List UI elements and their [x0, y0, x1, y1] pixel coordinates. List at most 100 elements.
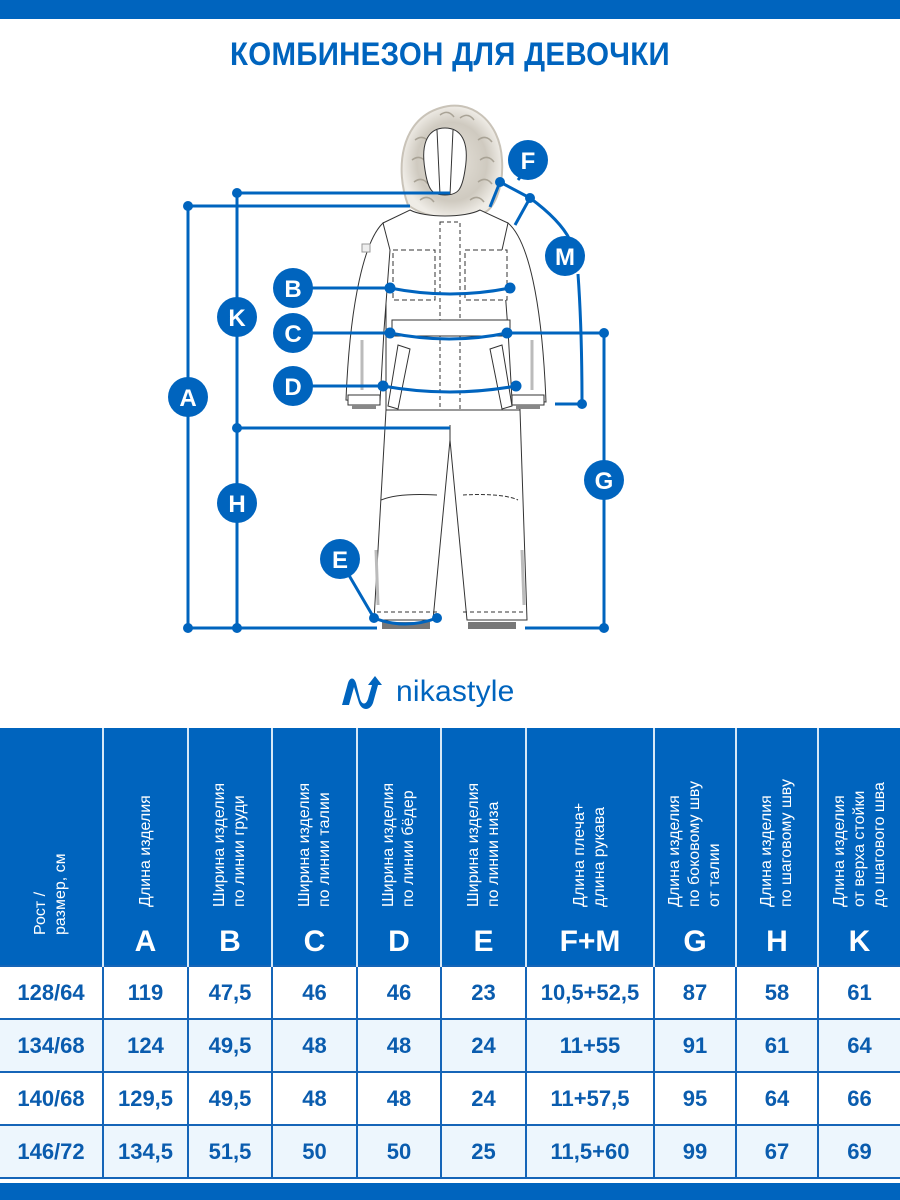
bottom-banner-bar [0, 1183, 900, 1200]
marker-g: G [584, 460, 624, 500]
table-row: 128/64 119 47,5 46 46 23 10,5+52,5 87 58… [0, 965, 900, 1020]
pants [373, 409, 528, 621]
cell-fm: 11+55 [525, 1018, 655, 1073]
garment-diagram: A B C D E F M G H K [0, 90, 900, 650]
marker-e: E [320, 539, 360, 579]
line-m-lower [576, 273, 584, 405]
brand-name: nikastyle [396, 675, 515, 708]
header-letter: G [683, 925, 707, 958]
header-letter: C [303, 925, 326, 958]
svg-text:F: F [521, 148, 536, 175]
header-label: Длина изделия [136, 795, 154, 907]
header-label: Ширина изделия по линии низа [464, 782, 502, 907]
header-label: Длина изделия по боковому шву от талии [666, 781, 723, 907]
cell-b: 49,5 [187, 1018, 273, 1073]
cell-g: 99 [653, 1124, 737, 1179]
header-label: Ширина изделия по линии талии [295, 782, 333, 907]
cell-a: 129,5 [102, 1071, 189, 1126]
cell-e: 23 [440, 965, 527, 1020]
marker-h: H [217, 483, 257, 523]
header-letter: E [473, 925, 494, 958]
cell-c: 48 [271, 1018, 358, 1073]
hood-opening [423, 127, 467, 196]
top-banner-bar [0, 0, 900, 19]
jumpsuit-sketch [345, 104, 547, 629]
cell-size: 146/72 [0, 1124, 104, 1179]
header-size: Рост / размер, см [0, 728, 104, 966]
cell-b: 47,5 [187, 965, 273, 1020]
cell-k: 61 [817, 965, 900, 1020]
cell-size: 134/68 [0, 1018, 104, 1073]
marker-k: K [217, 297, 257, 337]
cell-g: 91 [653, 1018, 737, 1073]
header-letter: D [388, 925, 410, 958]
marker-f: F [508, 140, 548, 180]
cell-c: 50 [271, 1124, 358, 1179]
line-b-arc [389, 286, 511, 296]
marker-d: D [273, 366, 313, 406]
cell-k: 64 [817, 1018, 900, 1073]
cell-c: 46 [271, 965, 358, 1020]
header-letter: B [219, 925, 241, 958]
marker-c: C [273, 313, 313, 353]
endpoint-dots [183, 177, 609, 633]
cell-g: 95 [653, 1071, 737, 1126]
header-label: Ширина изделия по линии груди [211, 782, 248, 907]
header-label: Длина изделия по шаговому шву [758, 779, 795, 907]
cell-fm: 11,5+60 [525, 1124, 655, 1179]
cell-d: 48 [356, 1018, 442, 1073]
cell-c: 48 [271, 1071, 358, 1126]
cell-e: 24 [440, 1071, 527, 1126]
page-title: КОМБИНЕЗОН ДЛЯ ДЕВОЧКИ [230, 36, 670, 72]
marker-m: M [545, 236, 585, 276]
cell-d: 46 [356, 965, 442, 1020]
cell-size: 128/64 [0, 965, 104, 1020]
line-m-arc [529, 196, 572, 241]
svg-text:B: B [284, 276, 301, 303]
cell-b: 49,5 [187, 1071, 273, 1126]
svg-text:A: A [179, 385, 196, 412]
nikastyle-wave-logo-icon [342, 676, 382, 709]
svg-text:H: H [228, 491, 245, 518]
header-label: Длина плеча+ длина рукава [571, 802, 608, 907]
cell-g: 87 [653, 965, 737, 1020]
cell-fm: 11+57,5 [525, 1071, 655, 1126]
cell-d: 48 [356, 1071, 442, 1126]
header-label: Ширина изделия по линии бёдер [380, 782, 417, 907]
svg-text:E: E [332, 547, 348, 574]
measurement-diagram-svg: A B C D E F M G H K [168, 104, 624, 633]
cell-d: 50 [356, 1124, 442, 1179]
line-d-arc [382, 384, 517, 394]
header-letter: K [848, 925, 871, 958]
header-label: Длина изделия от верха стойки до шаговог… [830, 782, 888, 907]
marker-a: A [168, 377, 208, 417]
cell-e: 24 [440, 1018, 527, 1073]
cell-k: 69 [817, 1124, 900, 1179]
cell-a: 134,5 [102, 1124, 189, 1179]
marker-badges: A B C D E F M G H K [168, 140, 624, 579]
table-row: 146/72 134,5 51,5 50 50 25 11,5+60 99 67… [0, 1124, 900, 1179]
table-row: 134/68 124 49,5 48 48 24 11+55 91 61 64 [0, 1018, 900, 1073]
header-k: Длина изделия от верха стойки до шаговог… [817, 728, 900, 966]
line-m-tick [513, 197, 532, 226]
header-letter: H [766, 925, 788, 958]
header-letter: F+M [559, 925, 621, 958]
marker-b: B [273, 268, 313, 308]
cell-h: 64 [735, 1071, 819, 1126]
line-e-arc [373, 616, 438, 626]
svg-text:M: M [555, 244, 575, 271]
cell-h: 67 [735, 1124, 819, 1179]
line-f [499, 180, 531, 200]
svg-text:K: K [228, 305, 246, 332]
header-label: Рост / размер, см [32, 853, 69, 935]
svg-text:C: C [284, 321, 301, 348]
cell-size: 140/68 [0, 1071, 104, 1126]
